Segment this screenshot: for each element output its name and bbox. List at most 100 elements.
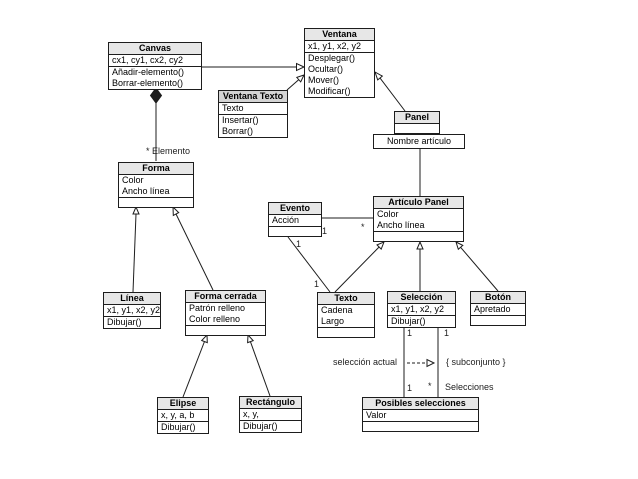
arrowhead-elipse-formacerrada <box>200 333 208 344</box>
attributes-compartment: Apretado <box>471 304 525 315</box>
method: Dibujar() <box>243 421 278 431</box>
methods-compartment: Desplegar() Ocultar() Mover() Modificar(… <box>305 52 374 97</box>
class-title: Botón <box>471 292 525 304</box>
class-title: Ventana Texto <box>219 91 287 103</box>
method: Dibujar() <box>107 317 142 327</box>
arrowhead-formacerrada-forma <box>172 205 180 217</box>
attributes-compartment: Color Ancho línea <box>119 175 193 197</box>
attributes-compartment: Valor <box>363 410 478 421</box>
multiplicity-evento-side: 1 <box>322 226 328 236</box>
class-linea: Línea x1, y1, x2, y2 Dibujar() <box>103 292 161 329</box>
methods-compartment-empty <box>471 315 525 325</box>
generalization-formacerrada-forma <box>175 213 214 291</box>
class-title: Ventana <box>305 29 374 41</box>
role-label-seleccion-actual: selección actual <box>332 357 397 367</box>
class-forma-cerrada: Forma cerrada Patrón relleno Color relle… <box>185 290 266 336</box>
class-title: Línea <box>104 293 160 305</box>
method: Ocultar() <box>308 64 344 74</box>
method: Borrar() <box>222 126 253 136</box>
methods-compartment-empty <box>374 231 463 241</box>
composition-diamond-canvas <box>149 87 163 104</box>
attribute: Largo <box>321 316 345 326</box>
arrowhead-boton-articulopanel <box>455 241 464 251</box>
arrowhead-canvas-ventana <box>296 62 306 72</box>
method: Insertar() <box>222 115 259 125</box>
class-title: Canvas <box>109 43 201 55</box>
attribute: x, y, a, b <box>161 410 195 420</box>
class-ventana: Ventana x1, y1, x2, y2 Desplegar() Ocult… <box>304 28 375 98</box>
class-title: Artículo Panel <box>374 197 463 209</box>
methods-compartment-empty <box>318 327 374 337</box>
attribute: Color <box>122 175 144 185</box>
role-label-selecciones: Selecciones <box>445 382 494 392</box>
attribute: cx1, cy1, cx2, cy2 <box>112 55 184 65</box>
generalization-elipse-formacerrada <box>182 341 205 398</box>
class-ventana-texto: Ventana Texto Texto Insertar() Borrar() <box>218 90 288 138</box>
attribute: Cadena <box>321 305 353 315</box>
class-title: Forma cerrada <box>186 291 265 303</box>
class-title: Posibles selecciones <box>363 398 478 410</box>
method: Mover() <box>308 75 339 85</box>
attribute: x1, y1, x2, y2 <box>391 304 445 314</box>
class-panel: Panel <box>394 111 440 134</box>
arrowhead-texto-articulopanel <box>376 241 385 250</box>
generalization-linea-forma <box>132 213 137 293</box>
role-label-elemento: * Elemento <box>146 146 191 156</box>
attribute: x, y, <box>243 409 259 419</box>
attribute: Texto <box>222 103 244 113</box>
arrowhead-panel-ventana <box>374 70 384 81</box>
method: Modificar() <box>308 86 351 96</box>
attribute: Color relleno <box>189 314 241 324</box>
attributes-compartment-empty <box>395 124 439 133</box>
methods-compartment-empty <box>119 197 193 207</box>
association-evento-texto <box>287 236 331 293</box>
attributes-compartment: Acción <box>269 215 321 226</box>
class-texto: Texto Cadena Largo <box>317 292 375 338</box>
attributes-compartment: x1, y1, x2, y2 <box>388 304 455 315</box>
methods-compartment-empty <box>269 226 321 236</box>
generalization-boton-articulopanel <box>460 246 499 292</box>
attributes-compartment: x1, y1, x2, y2 <box>104 305 160 316</box>
generalization-texto-articulopanel <box>334 246 380 293</box>
arrowhead-seleccion-articulopanel <box>416 240 424 250</box>
methods-compartment-empty <box>363 421 478 431</box>
multiplicity-evento-texto: 1 <box>296 239 302 249</box>
method: Desplegar() <box>308 53 356 63</box>
attributes-compartment: x, y, <box>240 409 301 420</box>
multiplicity-articulopanel-side: * <box>361 222 365 232</box>
generalization-ventanatexto-ventana <box>286 79 300 91</box>
class-elipse: Elipse x, y, a, b Dibujar() <box>157 397 209 434</box>
attributes-compartment: Patrón relleno Color relleno <box>186 303 265 325</box>
class-canvas: Canvas cx1, cy1, cx2, cy2 Añadir-element… <box>108 42 202 90</box>
generalization-rectangulo-formacerrada <box>249 341 271 397</box>
method: Dibujar() <box>161 422 196 432</box>
attribute: Ancho línea <box>377 220 425 230</box>
attribute: Valor <box>366 410 387 420</box>
multiplicity-sel-right-top: 1 <box>444 328 450 338</box>
arrowhead-ventanatexto-ventana <box>295 74 305 83</box>
methods-compartment: Dibujar() <box>240 420 301 432</box>
constraint-label-subconjunto: { subconjunto } <box>446 357 506 367</box>
attributes-compartment: x1, y1, x2, y2 <box>305 41 374 52</box>
class-forma: Forma Color Ancho línea <box>118 162 194 208</box>
generalization-panel-ventana <box>379 77 406 112</box>
attribute: Apretado <box>474 304 511 314</box>
class-title: Elipse <box>158 398 208 410</box>
arrowhead-rectangulo-formacerrada <box>247 333 255 344</box>
class-title: Rectángulo <box>240 397 301 409</box>
class-title: Evento <box>269 203 321 215</box>
multiplicity-sel-right-bottom: * <box>428 381 432 391</box>
class-title: Selección <box>388 292 455 304</box>
arrowhead-linea-forma <box>132 205 140 215</box>
methods-compartment: Dibujar() <box>158 421 208 433</box>
attributes-compartment: x, y, a, b <box>158 410 208 421</box>
attributes-compartment: Color Ancho línea <box>374 209 463 231</box>
class-evento: Evento Acción <box>268 202 322 237</box>
attribute: Ancho línea <box>122 186 170 196</box>
attributes-compartment: Cadena Largo <box>318 305 374 327</box>
attribute: x1, y1, x2, y2 <box>308 41 362 51</box>
arrowhead-constraint <box>426 358 436 368</box>
attribute: x1, y1, x2, y2 <box>107 305 161 315</box>
